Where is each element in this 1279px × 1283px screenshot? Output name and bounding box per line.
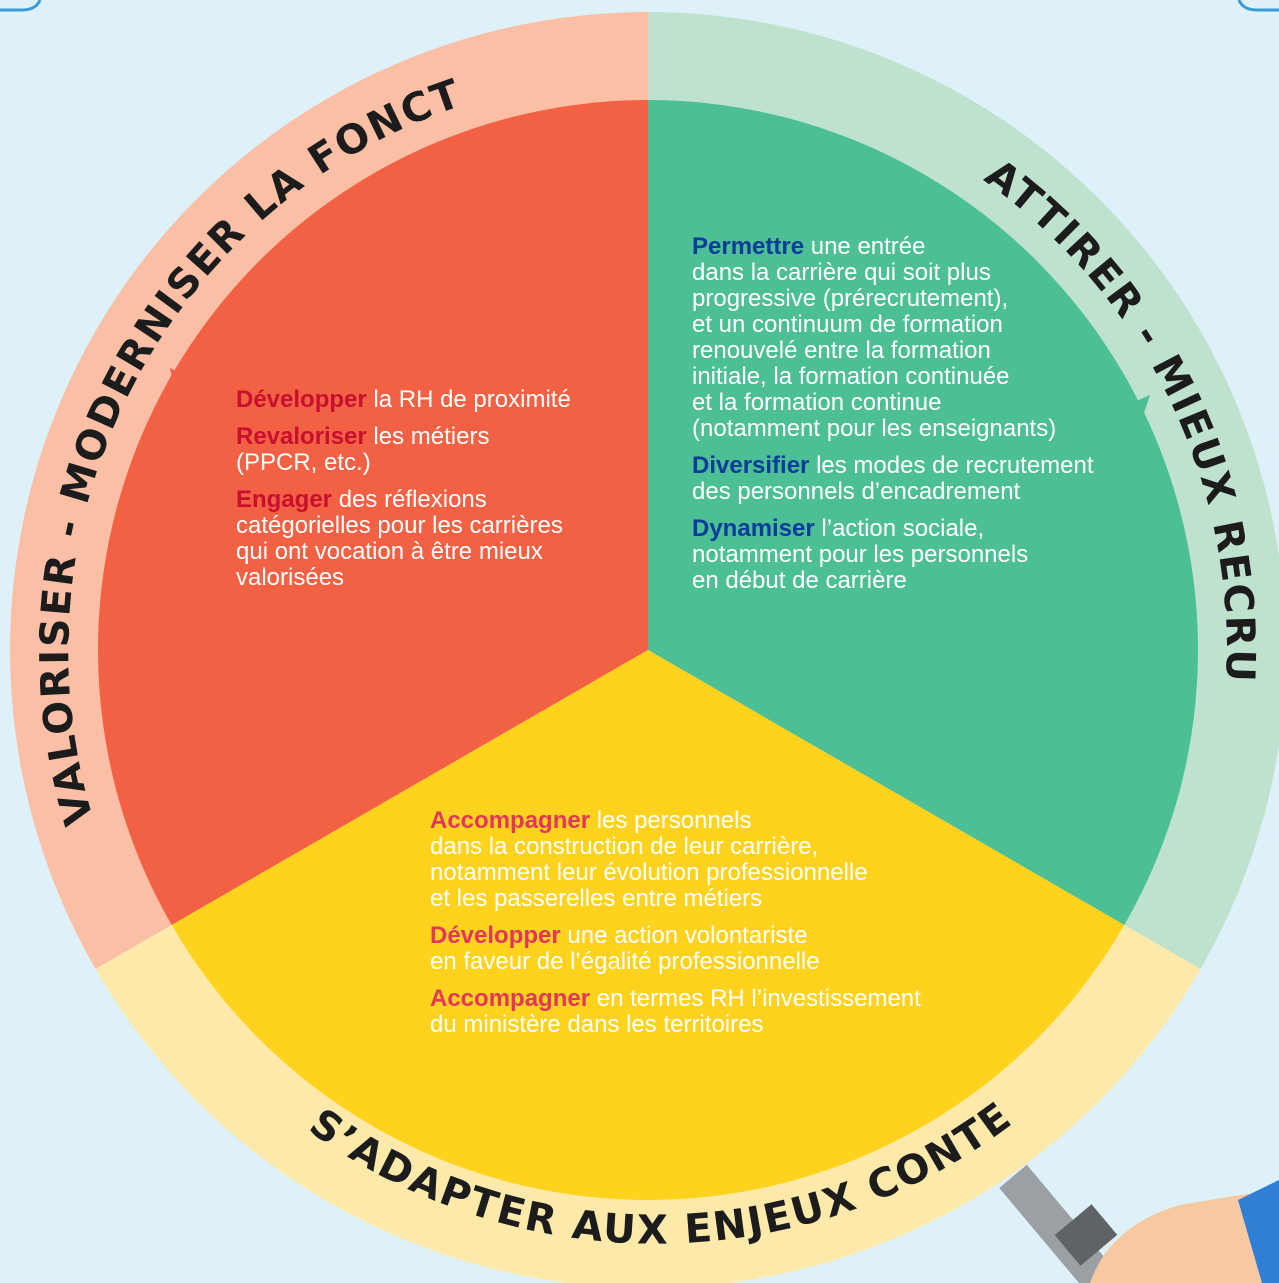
sector-text-left: Développer la RH de proximité Revalorise… — [236, 387, 626, 602]
inner-pie — [98, 100, 1198, 1200]
item-text: la RH de proximité — [366, 386, 571, 413]
keyword: Diversifier — [692, 452, 810, 479]
keyword: Engager — [236, 486, 333, 513]
item-text: les métiers(PPCR, etc.) — [236, 423, 490, 476]
keyword: Dynamiser — [692, 515, 815, 542]
item-left-2: Revaloriser les métiers(PPCR, etc.) — [236, 424, 626, 476]
item-bottom-3: Accompagner en termes RH l’investissemen… — [430, 986, 990, 1038]
item-text: l’action sociale,notamment pour les pers… — [692, 515, 1029, 594]
item-right-3: Dynamiser l’action sociale,notamment pou… — [692, 516, 1162, 594]
corner-bracket-left — [0, 0, 42, 12]
pointer-left — [170, 368, 195, 418]
inner-sector-bottom — [171, 650, 1125, 1200]
keyword: Accompagner — [430, 807, 591, 834]
keyword: Accompagner — [430, 985, 591, 1012]
magnifier-handle-icon — [999, 1164, 1118, 1283]
pointer-bottom — [612, 1160, 688, 1196]
inner-sector-right — [648, 100, 1198, 925]
corner-bracket-right — [1237, 0, 1279, 12]
keyword: Développer — [430, 922, 561, 949]
item-left-1: Développer la RH de proximité — [236, 387, 626, 413]
hand-icon — [1090, 1180, 1279, 1283]
keyword: Développer — [236, 386, 367, 413]
pointer-right — [1116, 395, 1150, 440]
keyword: Permettre — [692, 233, 805, 260]
inner-sector-left — [98, 100, 649, 925]
keyword: Revaloriser — [236, 423, 367, 450]
